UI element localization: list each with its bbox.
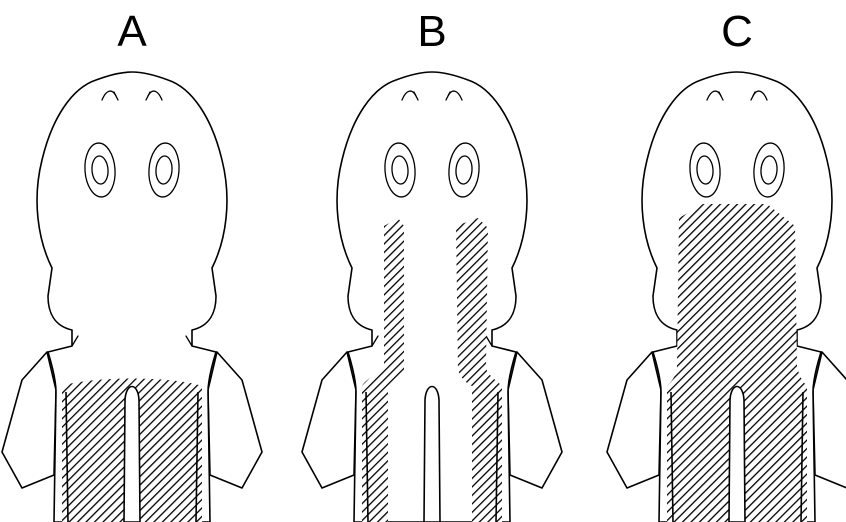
midline-ridge-b xyxy=(424,387,440,522)
panel-label-c: C xyxy=(721,7,753,56)
midline-ridge-c xyxy=(729,387,745,522)
panel-c: C xyxy=(607,7,846,522)
midline-ridge-a xyxy=(124,387,140,522)
panel-label-a: A xyxy=(117,7,147,56)
panel-label-b: B xyxy=(417,7,446,56)
panel-a: A xyxy=(2,7,262,522)
panel-b: B xyxy=(302,7,562,522)
